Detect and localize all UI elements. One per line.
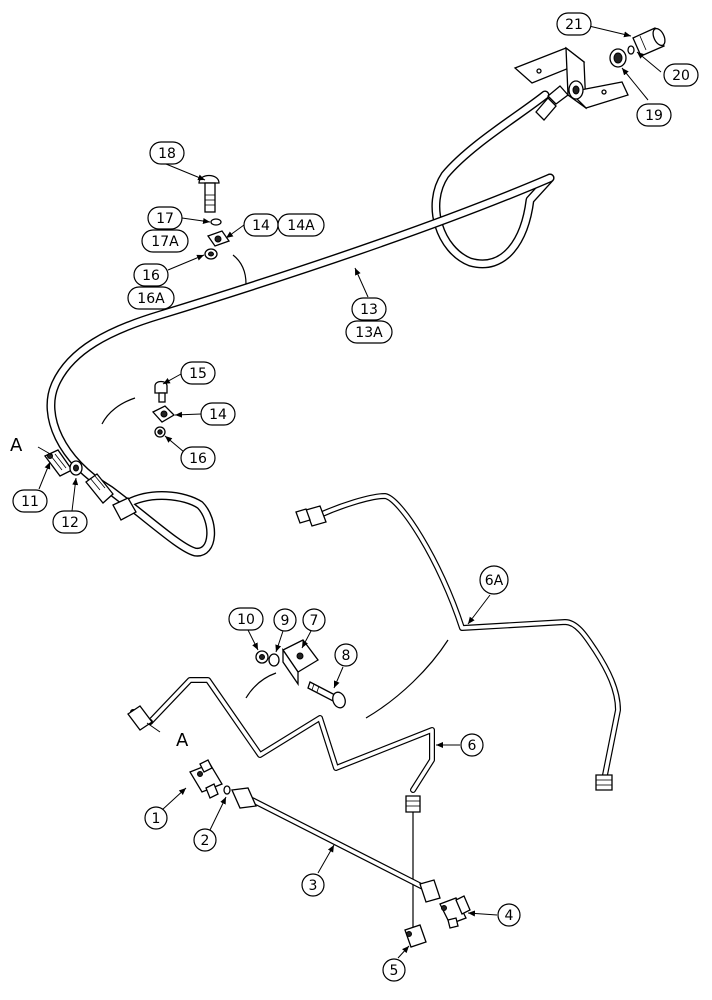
callout-16-top: 16 [133,263,169,287]
nut-10 [255,650,269,664]
svg-text:14: 14 [209,407,227,423]
callout-19: 19 [636,103,672,127]
svg-text:13: 13 [360,302,378,318]
clamp-14 [206,230,231,247]
elbow-fitting-5 [404,924,427,948]
hose-end-fitting-lower [85,473,137,521]
svg-text:19: 19 [645,108,663,124]
tube-6-end-left [127,705,153,731]
nut-19 [609,48,627,68]
svg-text:6A: 6A [485,573,504,589]
bolt-15 [154,380,168,403]
tube-3 [249,797,428,891]
callout-18: 18 [149,141,185,165]
assembly-arc-7 [245,672,277,699]
callout-6: 6 [460,733,484,757]
callout-2: 2 [193,828,217,852]
assembly-arc-top [232,254,247,285]
nut-16 [204,248,218,260]
svg-text:8: 8 [342,648,351,664]
svg-text:17A: 17A [151,234,179,250]
svg-text:3: 3 [309,878,318,894]
svg-text:18: 18 [158,146,176,162]
svg-text:1: 1 [152,811,161,827]
svg-text:10: 10 [237,612,255,628]
tee-fitting-1 [189,759,223,799]
callout-15: 15 [180,361,216,385]
callout-13: 13 [351,297,387,321]
washer-17 [210,218,222,226]
leader-lines [37,25,662,959]
svg-text:16: 16 [142,268,160,284]
svg-text:14A: 14A [287,218,315,234]
svg-text:6: 6 [468,738,477,754]
callout-5: 5 [382,958,406,982]
callout-12: 12 [52,510,88,534]
tube-6a-end-lower [595,774,613,791]
svg-text:12: 12 [61,515,79,531]
callout-14-mid: 14 [200,402,236,426]
tube-6-end-lower [405,795,421,813]
svg-text:9: 9 [281,613,290,629]
assembly-arc-mid [101,397,136,425]
svg-text:17: 17 [156,211,174,227]
bolt-8 [307,681,346,709]
hose-13 [46,90,555,557]
callout-14-top: 14 [243,213,279,237]
svg-text:7: 7 [310,613,319,629]
callout-4: 4 [497,903,521,927]
callout-1: 1 [144,806,168,830]
tee-fitting-4 [439,895,471,929]
callout-7: 7 [302,608,326,632]
tube-6a [317,493,621,778]
svg-text:13A: 13A [355,325,383,341]
callout-6a: 6A [479,565,509,595]
callout-21: 21 [556,12,592,36]
washer-9 [268,653,280,667]
callout-20: 20 [663,63,699,87]
svg-text:11: 11 [21,494,39,510]
tube-3-end-right [419,879,441,903]
callout-17: 17 [147,206,183,230]
callout-14a: 14A [277,213,325,237]
coupler-21 [632,27,666,57]
o-ring-2 [223,785,231,795]
svg-text:2: 2 [201,833,210,849]
svg-text:16: 16 [189,451,207,467]
clamp-14-mid [151,405,176,423]
svg-text:16A: 16A [137,291,165,307]
svg-text:20: 20 [672,68,690,84]
callout-17a: 17A [141,229,189,253]
washer-12 [69,460,83,476]
assembly-arc-6a [365,639,449,719]
svg-text:4: 4 [505,908,514,924]
callout-16-mid: 16 [180,446,216,470]
reference-a-bottom: A [176,730,189,751]
svg-text:15: 15 [189,366,207,382]
nut-16-mid [154,426,166,438]
callout-9: 9 [273,608,297,632]
o-ring-20 [627,45,635,55]
callout-11: 11 [12,489,48,513]
callout-8: 8 [334,643,358,667]
svg-text:5: 5 [390,963,399,979]
callout-16a: 16A [127,286,175,310]
bolt-18 [198,174,220,213]
svg-text:21: 21 [565,17,583,33]
callout-10: 10 [228,607,264,631]
svg-text:14: 14 [252,218,270,234]
callout-3: 3 [301,873,325,897]
clamp-block-7 [282,639,319,687]
mounting-bracket [513,46,629,110]
tube-3-end-left [231,787,257,809]
tube-6a-end-upper [295,505,327,527]
reference-a-left: A [10,435,23,456]
callout-13a: 13A [345,320,393,344]
